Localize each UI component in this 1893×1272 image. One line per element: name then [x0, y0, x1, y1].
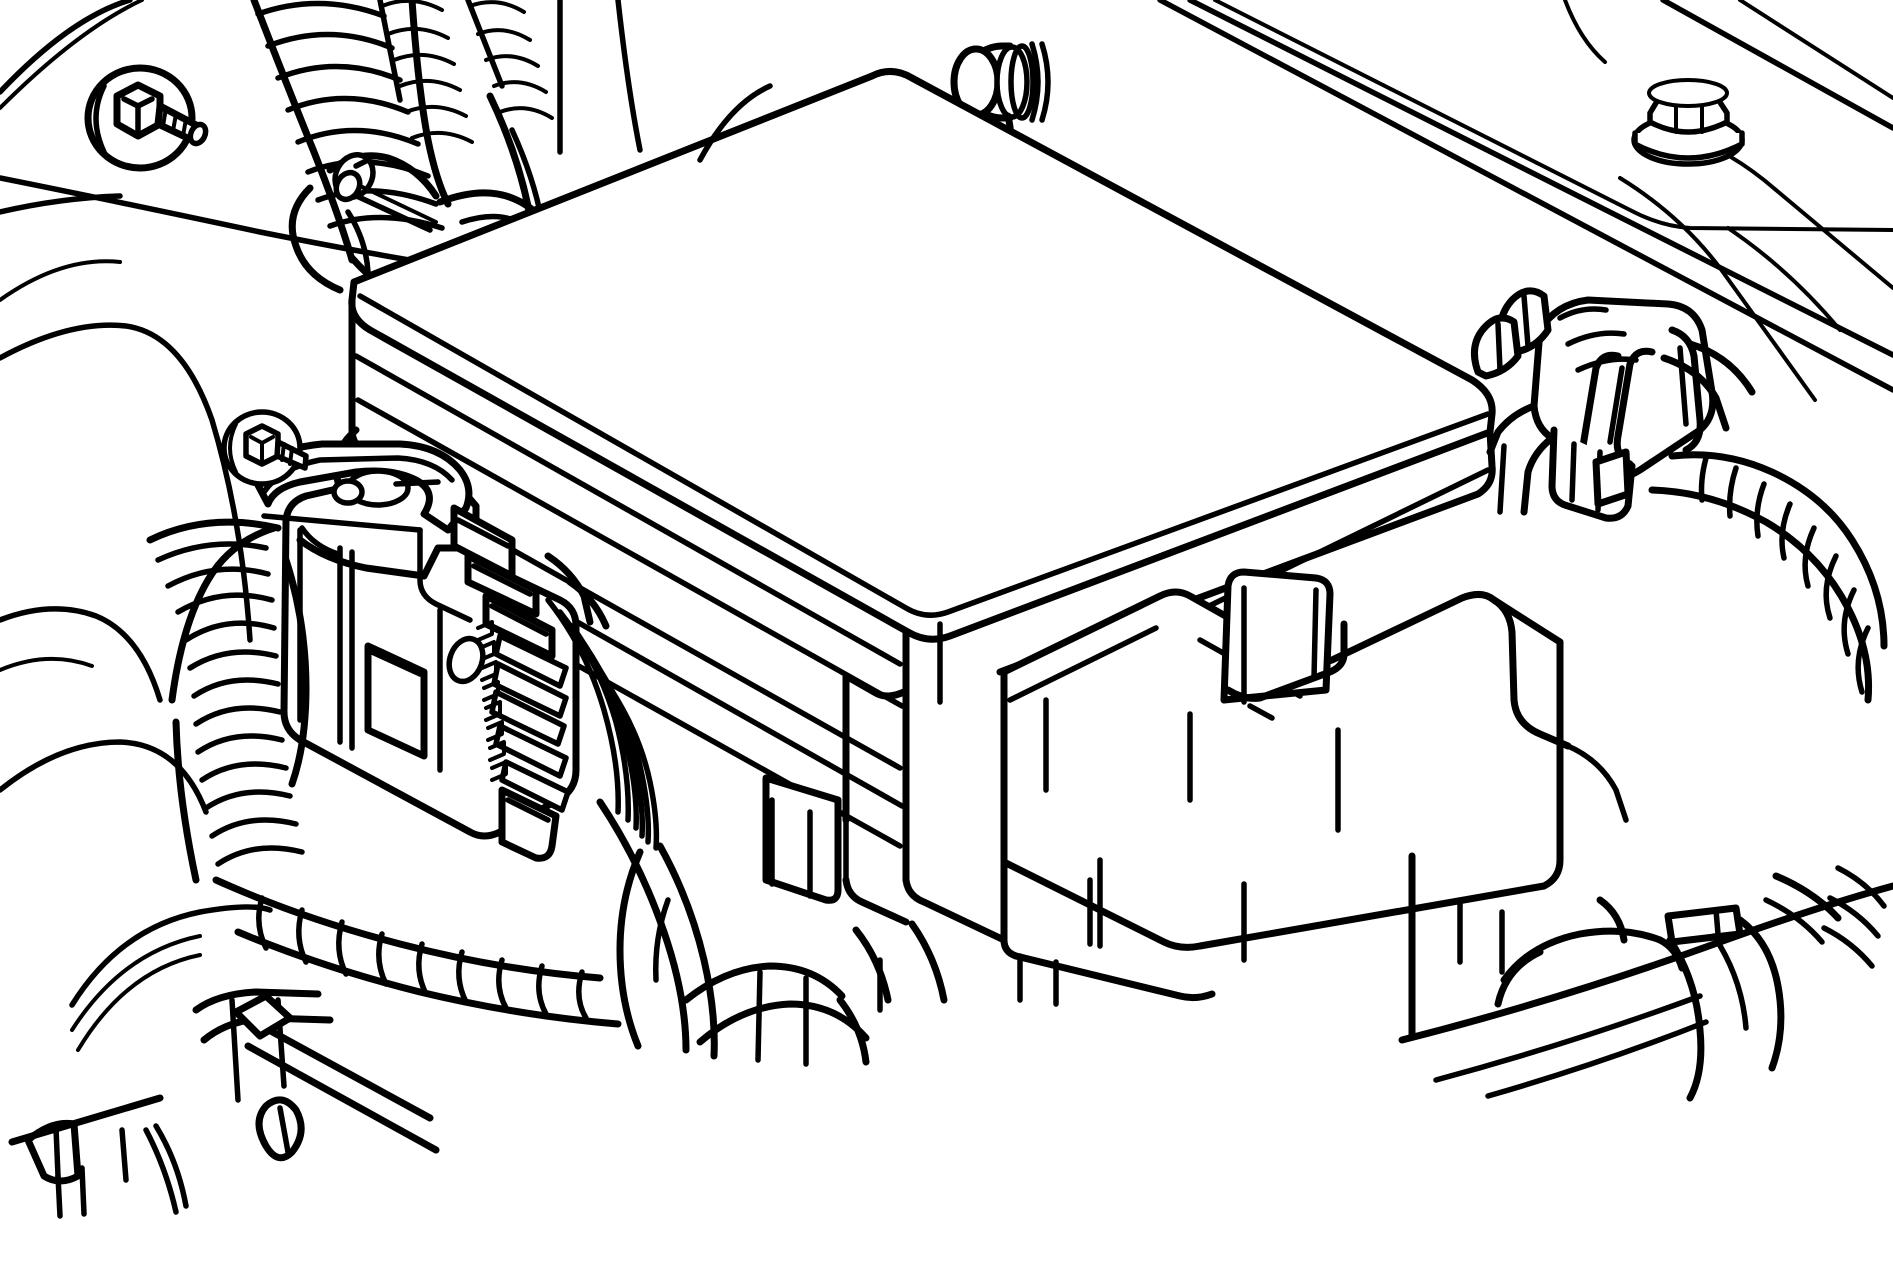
- bolt-mid-left: [221, 409, 309, 487]
- right-connector: [1470, 287, 1888, 704]
- lower-conduit-ribs-a: [155, 541, 305, 867]
- harness-conduit-lower: [8, 518, 622, 1219]
- hose-lower-right: [1398, 852, 1893, 1102]
- fuse-block-base: [762, 568, 1629, 1002]
- left-connector-assembly: [221, 409, 660, 862]
- thread-marks: [161, 106, 188, 138]
- harness-conduit-upper: [250, 0, 565, 360]
- conduit-ribs-secondary: [380, 0, 474, 144]
- wire-bundle: [545, 597, 660, 851]
- serration-marks: [476, 620, 508, 782]
- reservoir: [0, 0, 473, 1052]
- bracket-lower-left: [8, 988, 440, 1219]
- conduit-ribs-branch: [468, 0, 554, 120]
- center-shroud: [596, 798, 948, 1067]
- sheet-metal-rail: [1157, 0, 1893, 402]
- connector-conduit-ribs: [1698, 455, 1871, 695]
- bolt-upper-left: [84, 64, 209, 172]
- lower-conduit-ribs-b: [256, 895, 589, 1021]
- terminal-fins: [489, 633, 571, 813]
- background-contours: [557, 0, 1247, 1013]
- latch-tab: [1220, 568, 1348, 721]
- bolt-upper-right: [1631, 78, 1745, 167]
